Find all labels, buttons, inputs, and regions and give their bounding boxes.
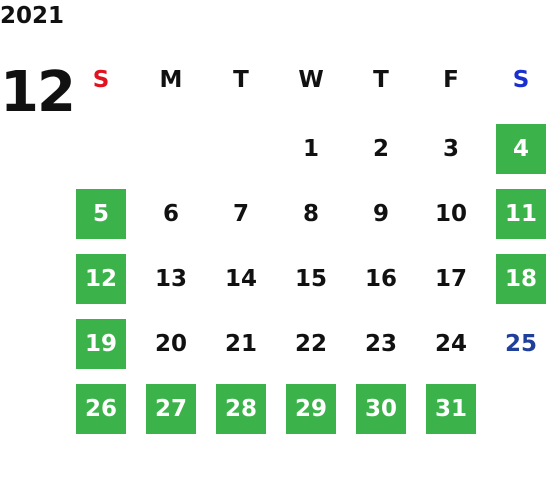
- calendar-day[interactable]: 23: [364, 331, 397, 357]
- calendar-day[interactable]: 21: [224, 331, 257, 357]
- calendar-day[interactable]: 3: [442, 136, 459, 162]
- calendar-day[interactable]: 9: [372, 201, 389, 227]
- calendar-day[interactable]: 30: [356, 384, 406, 434]
- calendar-day[interactable]: 11: [496, 189, 546, 239]
- calendar-day[interactable]: 12: [76, 254, 126, 304]
- calendar-day[interactable]: 20: [154, 331, 187, 357]
- calendar-day[interactable]: 31: [426, 384, 476, 434]
- calendar-day[interactable]: 6: [162, 201, 179, 227]
- calendar-day[interactable]: 24: [434, 331, 467, 357]
- calendar-day[interactable]: 28: [216, 384, 266, 434]
- calendar-day[interactable]: 4: [496, 124, 546, 174]
- weekday-header-6: S: [512, 67, 530, 93]
- calendar-day[interactable]: 13: [154, 266, 187, 292]
- calendar-day[interactable]: 22: [294, 331, 327, 357]
- calendar-day[interactable]: 29: [286, 384, 336, 434]
- calendar-day[interactable]: 18: [496, 254, 546, 304]
- weekday-header-5: F: [443, 67, 459, 93]
- calendar-day[interactable]: 27: [146, 384, 196, 434]
- calendar-day[interactable]: 1: [302, 136, 319, 162]
- calendar-day[interactable]: 7: [232, 201, 249, 227]
- calendar-day[interactable]: 16: [364, 266, 397, 292]
- weekday-header-2: T: [233, 67, 249, 93]
- calendar-day[interactable]: 26: [76, 384, 126, 434]
- weekday-header-4: T: [373, 67, 389, 93]
- calendar-day[interactable]: 19: [76, 319, 126, 369]
- calendar-day[interactable]: 17: [434, 266, 467, 292]
- weekday-header-1: M: [159, 67, 183, 93]
- calendar-year: 2021: [0, 3, 65, 29]
- calendar-day[interactable]: 15: [294, 266, 327, 292]
- calendar-day[interactable]: 14: [224, 266, 257, 292]
- calendar-month: 12: [0, 60, 76, 125]
- weekday-header-0: S: [92, 67, 110, 93]
- calendar-day[interactable]: 8: [302, 201, 319, 227]
- calendar-day[interactable]: 25: [504, 331, 537, 357]
- calendar-day[interactable]: 10: [434, 201, 467, 227]
- weekday-header-3: W: [298, 67, 324, 93]
- calendar-day[interactable]: 2: [372, 136, 389, 162]
- calendar-day[interactable]: 5: [76, 189, 126, 239]
